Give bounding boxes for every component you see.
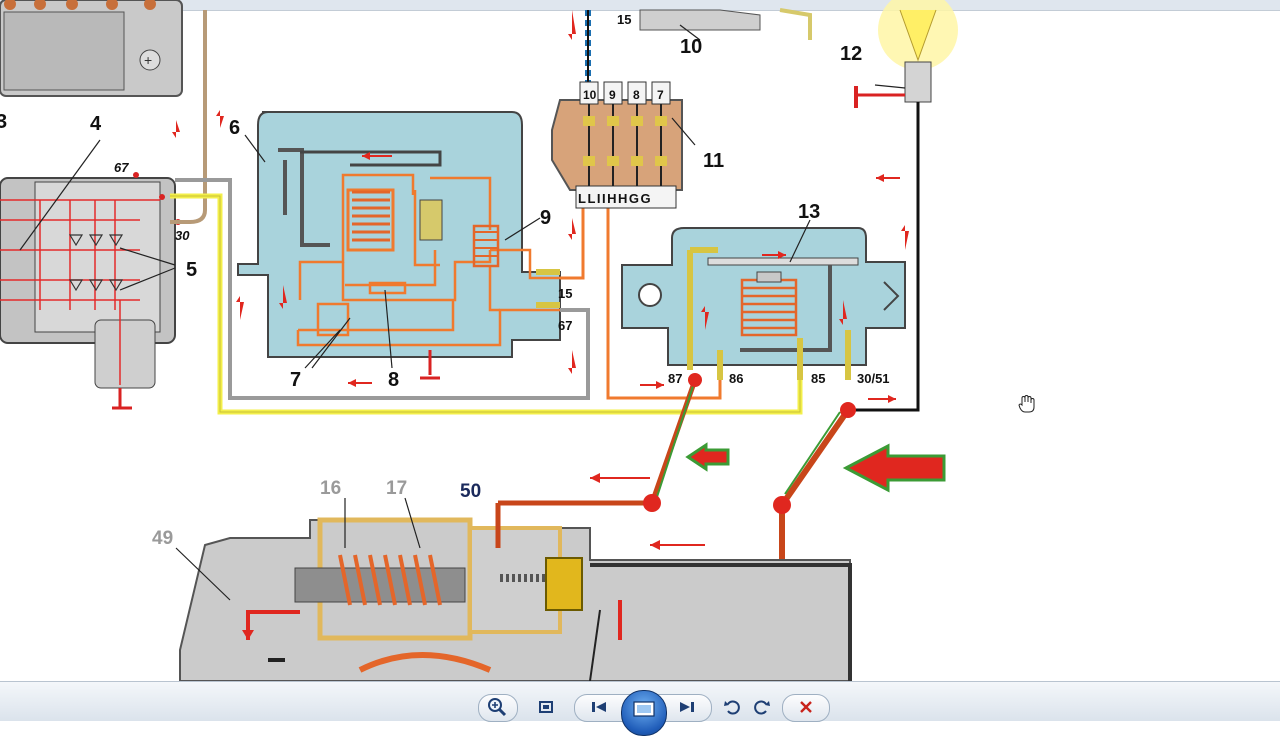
label-30: 30 [175,228,190,243]
fit-window-button[interactable] [534,695,558,719]
label-3: 3 [0,111,7,133]
rotate-right-button[interactable] [750,695,774,719]
rotate-left-button[interactable] [720,695,744,719]
label-49: 49 [152,528,173,549]
viewer-toolbar [0,681,1280,736]
ignition-switch [639,8,812,40]
delete-group [782,694,830,722]
generator: + [0,0,183,410]
label-8: 8 [388,369,399,391]
rotate-right-icon [754,700,770,715]
label-15-regulator: 15 [558,286,572,301]
fuse-box [551,81,696,209]
label-16: 16 [320,478,341,499]
next-button[interactable] [675,695,699,719]
zoom-icon [488,698,507,717]
label-10: 10 [680,36,702,58]
previous-button[interactable] [587,695,611,719]
wiring-diagram: + [0,0,1035,681]
label-11: 11 [703,150,724,172]
label-67-regulator: 67 [558,318,572,333]
direction-arrows [172,10,909,550]
zoom-button[interactable] [485,695,509,719]
slideshow-icon [633,701,655,717]
label-13: 13 [798,201,820,223]
label-5: 5 [186,259,197,281]
arrow-shafts [348,155,900,546]
label-12: 12 [840,43,862,65]
label-50: 50 [460,481,481,502]
fuse-number: 8 [633,88,640,102]
zoom-group [478,694,518,722]
fuse-number: 9 [609,88,616,102]
previous-icon [592,702,606,712]
fuse-numbers: 10 9 8 7 [583,88,664,102]
delete-button[interactable] [794,695,818,719]
fuse-bottom-label: LLIIHHGG [578,191,652,206]
terminal-85: 85 [811,371,825,386]
highlight-arrow-large [842,443,946,493]
label-17: 17 [386,478,407,499]
label-7: 7 [290,369,301,391]
label-67-generator: 67 [114,160,129,175]
slideshow-button[interactable] [621,690,667,736]
svg-text:+: + [144,52,152,68]
label-4: 4 [90,113,102,135]
voltage-regulator [237,111,561,380]
starter-relay [621,227,906,380]
starter-motor [179,503,852,681]
delete-icon [800,701,812,713]
terminal-86: 86 [729,371,743,386]
label-6: 6 [229,117,240,139]
highlight-arrow-small [685,442,730,472]
warning-lamp [848,0,958,412]
fuse-number: 10 [583,88,597,102]
terminal-30-51: 30/51 [857,371,890,386]
next-icon [680,702,694,712]
rotate-left-icon [724,700,740,715]
fit-window-icon [539,701,553,713]
fuse-number: 7 [657,88,664,102]
terminal-87: 87 [668,371,682,386]
label-15-switch: 15 [617,12,631,27]
label-9: 9 [540,207,551,229]
hand-cursor-icon [1018,395,1035,413]
